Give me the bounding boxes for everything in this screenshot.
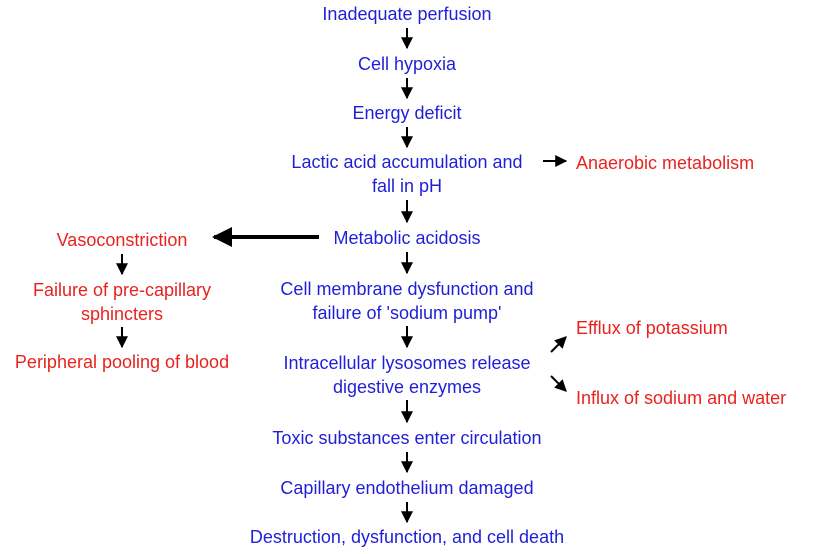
node-influx-sodium-water: Influx of sodium and water <box>576 388 787 408</box>
node-capillary-endothelium: Capillary endothelium damaged <box>280 478 534 498</box>
node-precapillary-failure: Failure of pre-capillary sphincters <box>33 278 211 326</box>
node-precapillary-failure-line1: Failure of pre-capillary <box>32 280 212 300</box>
node-lactic-acid-line2: fall in pH <box>371 176 443 196</box>
node-destruction: Destruction, dysfunction, and cell death <box>249 527 565 547</box>
node-metabolic-acidosis: Metabolic acidosis <box>333 228 481 248</box>
node-energy-deficit: Energy deficit <box>352 103 462 123</box>
arrow-lysosomes-efflux <box>550 336 567 353</box>
node-lactic-acid: Lactic acid accumulation and fall in pH <box>291 150 522 198</box>
node-toxic-substances: Toxic substances enter circulation <box>272 428 542 448</box>
node-anaerobic-metabolism: Anaerobic metabolism <box>576 153 755 173</box>
node-cell-membrane-line2: failure of 'sodium pump' <box>312 303 502 323</box>
node-precapillary-failure-line2: sphincters <box>80 304 164 324</box>
node-peripheral-pooling: Peripheral pooling of blood <box>14 352 230 372</box>
node-lysosomes-line1: Intracellular lysosomes release <box>283 353 531 373</box>
node-efflux-potassium: Efflux of potassium <box>576 318 728 338</box>
node-lysosomes-line2: digestive enzymes <box>332 377 482 397</box>
node-cell-membrane-line1: Cell membrane dysfunction and <box>280 279 534 299</box>
node-lactic-acid-line1: Lactic acid accumulation and <box>291 152 523 172</box>
node-inadequate-perfusion: Inadequate perfusion <box>322 4 492 24</box>
node-cell-membrane: Cell membrane dysfunction and failure of… <box>280 277 533 325</box>
node-lysosomes: Intracellular lysosomes release digestiv… <box>283 351 530 399</box>
arrow-lysosomes-influx <box>550 375 567 392</box>
node-cell-hypoxia: Cell hypoxia <box>357 54 457 74</box>
node-vasoconstriction: Vasoconstriction <box>56 230 188 250</box>
